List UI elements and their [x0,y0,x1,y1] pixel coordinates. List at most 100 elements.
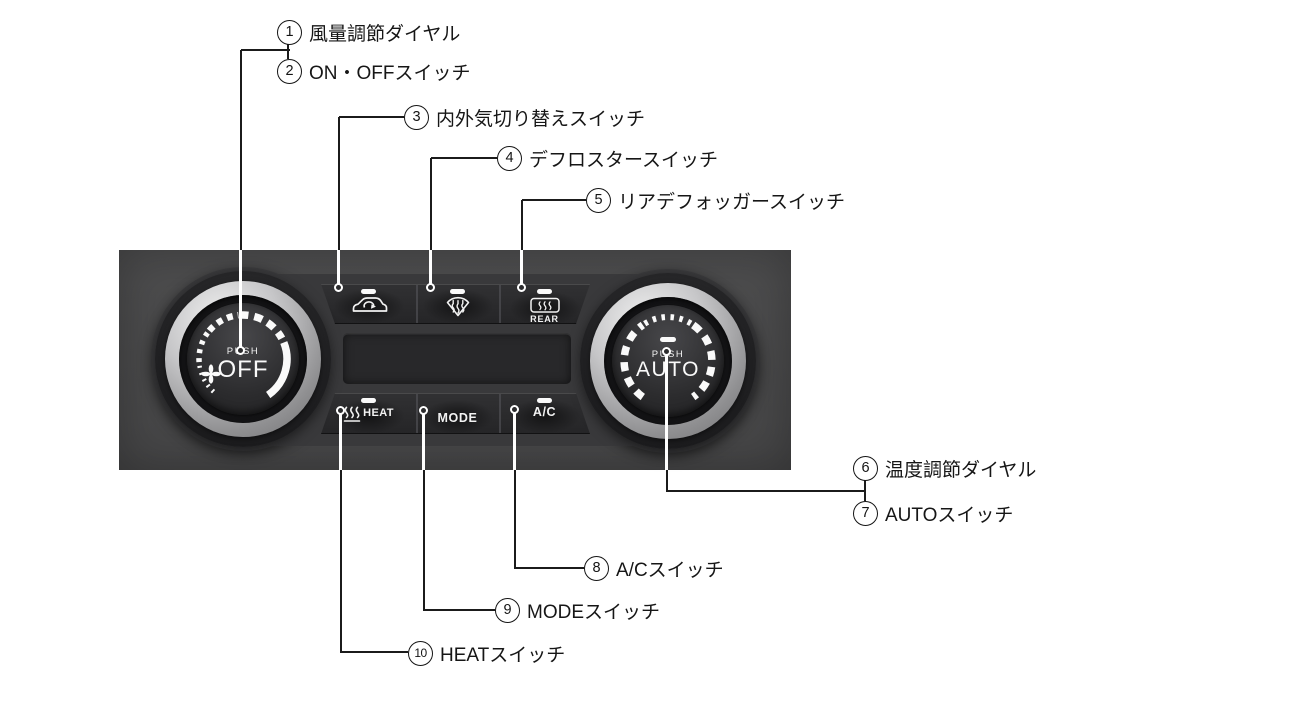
callout-on-off: 2 ON・OFFスイッチ [277,58,471,84]
ac-button[interactable]: A/C [499,393,590,434]
callout-defroster: 4 デフロスタースイッチ [497,145,718,171]
callout-number: 7 [853,500,878,526]
callout-label: 風量調節ダイヤル [309,23,461,45]
dial-knob[interactable] [187,303,299,415]
callout-recirculation: 3 内外気切り替えスイッチ [404,104,645,130]
callout-rear-defogger: 5 リアデフォッガースイッチ [586,187,845,213]
callout-ac: 8 A/Cスイッチ [584,555,724,581]
indicator-dash [361,398,376,403]
defroster-button[interactable] [416,284,499,324]
callout-label: 温度調節ダイヤル [885,459,1037,481]
mode-button[interactable]: MODE [416,393,499,434]
callout-number: 4 [497,145,522,171]
leader-line [521,200,523,250]
leader-line [423,609,495,611]
leader-line [520,250,523,286]
heat-icon [343,406,361,422]
leader-line [338,117,340,250]
button-divider [499,394,501,433]
rear-button-label: REAR [530,313,559,324]
recirculation-button[interactable] [321,284,416,324]
fan-speed-dial[interactable]: PUSH OFF [155,271,331,447]
callout-number: 5 [586,187,611,213]
leader-line [666,490,866,492]
callout-number: 6 [853,455,878,481]
leader-line [429,250,432,286]
leader-line [239,250,242,350]
leader-dot [334,283,343,292]
leader-line [665,354,668,470]
leader-line [340,470,342,652]
recirculation-icon [352,296,387,312]
leader-line [514,470,516,568]
rear-defogger-button[interactable]: REAR [499,284,590,328]
callout-number: 9 [495,597,520,623]
callout-label: A/Cスイッチ [616,559,724,581]
callout-mode: 9 MODEスイッチ [495,597,660,623]
leader-line [513,412,516,470]
heat-button-label: HEAT [363,407,394,419]
leader-line [422,413,425,470]
button-divider [499,285,501,323]
indicator-dash [450,289,465,294]
leader-line [240,50,242,250]
button-divider [416,394,418,433]
rear-defogger-icon [529,297,560,313]
fan-speed-scale-icon [196,311,291,399]
callout-number: 10 [408,640,433,666]
leader-dot [662,347,671,356]
dial-knob[interactable] [612,305,724,417]
leader-line [241,49,290,51]
fan-icon [201,364,221,384]
leader-dot [419,406,428,415]
indicator-dash [537,398,552,403]
leader-line [340,651,408,653]
callout-temp-dial: 6 温度調節ダイヤル [853,455,1036,481]
leader-line [431,157,497,159]
leader-line [339,116,404,118]
callout-number: 2 [277,58,302,84]
callout-number: 1 [277,19,302,45]
indicator-dash [660,337,676,342]
leader-dot [426,283,435,292]
button-glow [422,289,493,323]
mode-button-label: MODE [437,410,478,425]
auto-label: AUTO [636,358,700,381]
heat-button[interactable]: HEAT [321,393,416,434]
leader-line [666,470,668,491]
leader-dot [336,406,345,415]
callout-auto: 7 AUTOスイッチ [853,500,1013,526]
callout-label: AUTOスイッチ [885,504,1014,526]
callout-label: リアデフォッガースイッチ [618,191,846,213]
leader-line [287,44,289,59]
button-divider [416,285,418,323]
callout-heat: 10 HEATスイッチ [408,640,565,666]
callout-number: 3 [404,104,429,130]
leader-dot [517,283,526,292]
leader-line [514,567,584,569]
button-glow [333,289,404,323]
leader-line [337,250,340,286]
indicator-dash [361,289,376,294]
callout-label: 内外気切り替えスイッチ [436,108,646,130]
leader-line [430,158,432,250]
button-glow [333,398,404,433]
leader-line [522,199,586,201]
leader-dot [236,346,245,355]
button-glow [422,399,493,434]
callout-label: ON・OFFスイッチ [309,62,471,84]
callout-fan-dial: 1 風量調節ダイヤル [277,19,460,45]
callout-label: デフロスタースイッチ [529,149,719,171]
ac-button-label: A/C [532,404,557,419]
callout-number: 8 [584,555,609,581]
display-window [343,333,571,384]
callout-label: MODEスイッチ [527,601,661,623]
temperature-dial[interactable]: PUSH AUTO [580,273,756,449]
off-label: OFF [217,356,269,383]
leader-line [864,480,866,501]
button-glow [509,398,580,433]
defroster-icon [446,296,469,316]
leader-dot [510,405,519,414]
indicator-dash [537,289,552,294]
